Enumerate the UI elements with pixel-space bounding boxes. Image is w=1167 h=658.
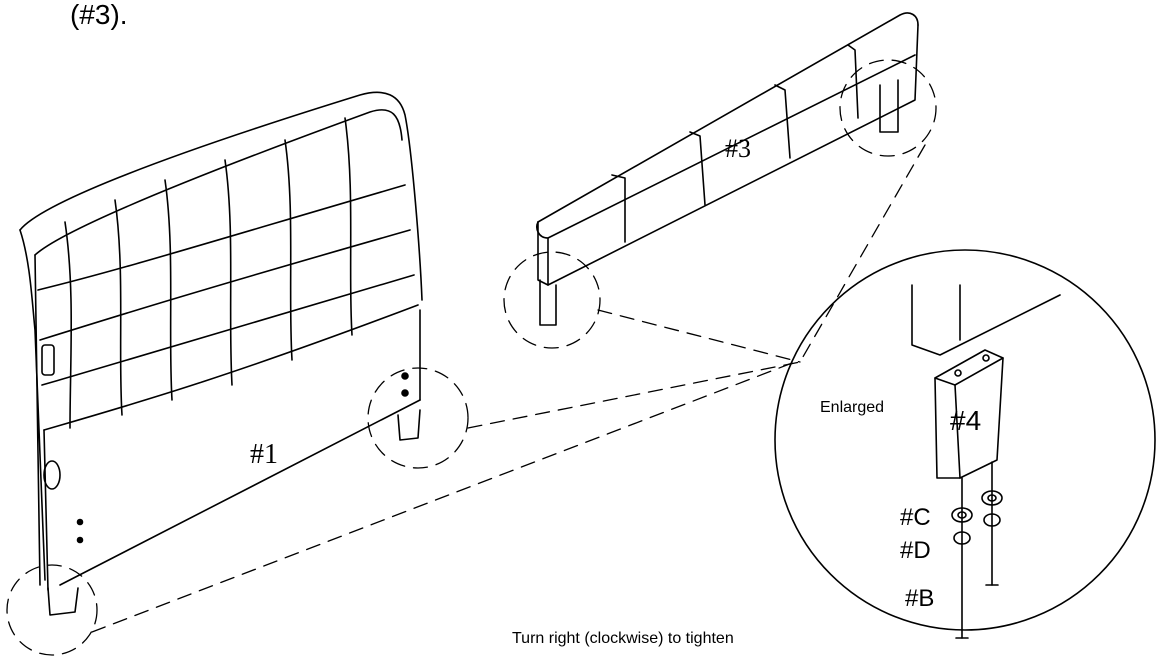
detail-circle-footboard-left	[503, 251, 601, 349]
continued-text: (#3).	[70, 0, 128, 30]
instruction-text: Turn right (clockwise) to tighten	[512, 630, 734, 647]
detail-circle-headboard-left	[6, 564, 98, 656]
detail-circle-headboard-right	[367, 367, 469, 469]
label-footboard: #3	[725, 134, 751, 163]
footboard-illustration	[536, 12, 919, 326]
label-bolt: #B	[905, 585, 934, 612]
label-enlarged: Enlarged	[820, 399, 884, 416]
label-leg: #4	[950, 405, 981, 436]
detail-circle-footboard-right	[839, 59, 937, 157]
headboard-illustration	[19, 91, 423, 616]
enlarged-view-circle	[774, 249, 1156, 639]
label-spring-washer: #D	[900, 537, 931, 564]
label-headboard: #1	[250, 439, 278, 470]
label-flat-washer: #C	[900, 504, 931, 531]
